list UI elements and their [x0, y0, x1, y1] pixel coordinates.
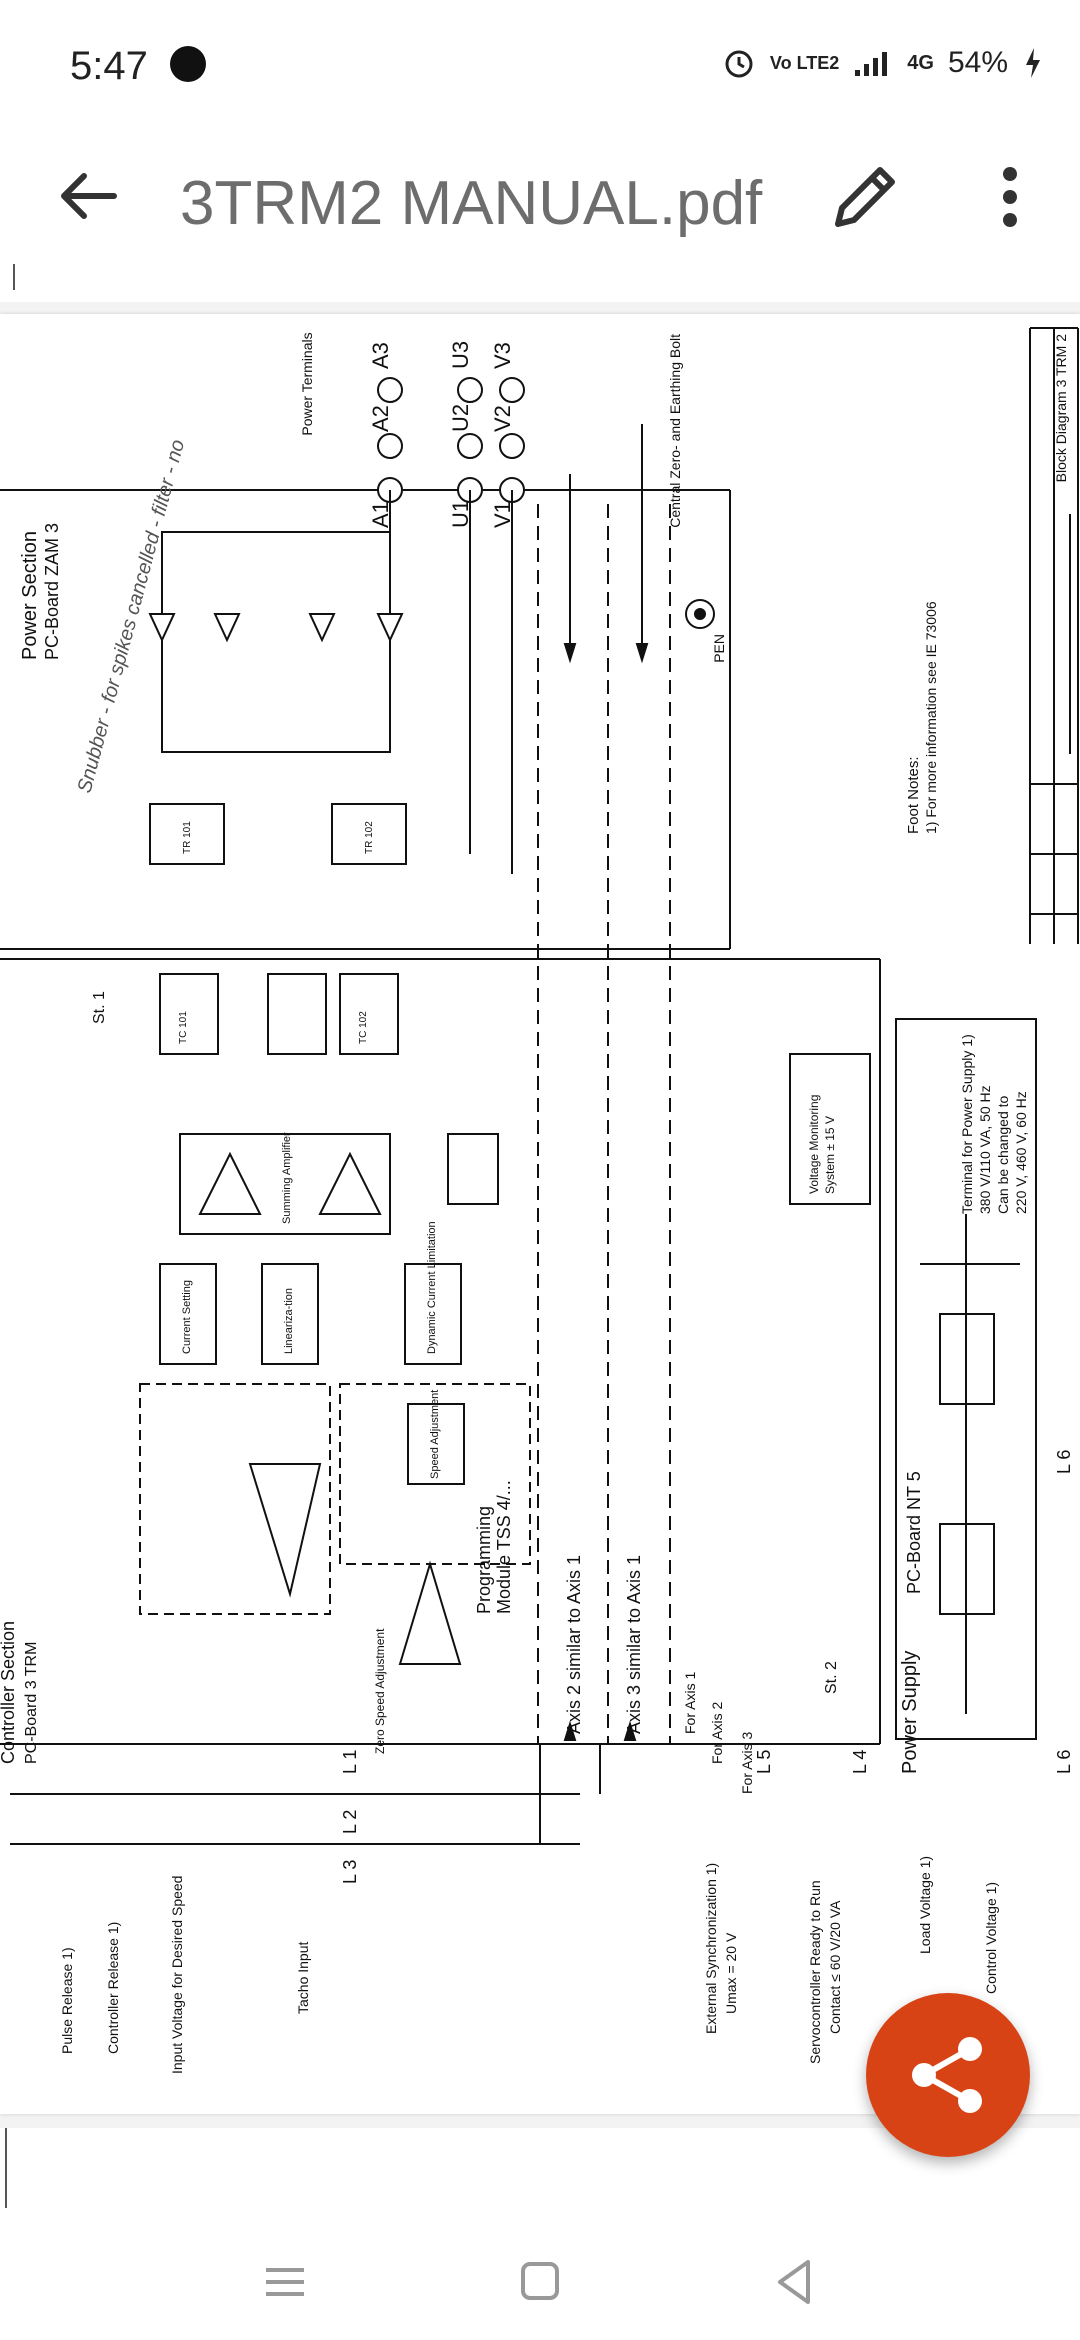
battery-charging-icon [1026, 48, 1040, 78]
rail-l5: L 5 [754, 1750, 774, 1774]
recents-icon[interactable] [250, 2252, 320, 2312]
for-axis-1: For Axis 1 [682, 1672, 698, 1734]
pdf-viewer[interactable]: Block Diagram 3 TRM 2 Power Section PC-B… [0, 262, 1080, 2222]
linearization-label: Lineariza-tion [283, 1288, 295, 1354]
status-bar: 5:47 Vo LTE2 4G 54% [0, 0, 1080, 130]
rail-l6-top: L 6 [1054, 1450, 1074, 1474]
edit-pencil-icon[interactable] [820, 152, 910, 242]
footnotes-title: Foot Notes: [905, 756, 922, 834]
pc-board-nt5: PC-Board NT 5 [904, 1471, 924, 1594]
power-supply-change-1: Can be changed to [995, 1095, 1011, 1214]
signal-label: 4G [907, 51, 934, 74]
status-icons: Vo LTE2 4G 54% [722, 46, 1044, 80]
for-axis-2: For Axis 2 [709, 1702, 725, 1764]
terminal-a3: A3 [368, 342, 393, 369]
terminal-a2: A2 [368, 405, 393, 432]
load-voltage-label: Load Voltage 1) [917, 1856, 933, 1954]
ext-sync-2: Umax = 20 V [723, 1932, 739, 2014]
document-title: 3TRM2 MANUAL.pdf [180, 169, 763, 238]
back-arrow-icon[interactable] [48, 156, 128, 236]
voltage-monitoring-1: Voltage Monitoring [807, 1095, 821, 1194]
voltage-monitoring-2: System ± 15 V [823, 1116, 837, 1194]
tc102-label: TC 102 [358, 1011, 369, 1044]
sheet-title: Block Diagram 3 TRM 2 [1053, 334, 1069, 483]
speed-adjustment-label: Speed Adjustment [429, 1390, 441, 1479]
terminal-v1: V1 [490, 501, 515, 528]
rail-l1: L 1 [340, 1750, 360, 1774]
share-button[interactable] [866, 1993, 1030, 2157]
earthing-label: Central Zero- and Earthing Bolt [667, 334, 683, 528]
pen-label: PEN [711, 634, 727, 663]
current-setting-label: Current Setting [181, 1280, 193, 1354]
tc101-label: TC 101 [178, 1011, 189, 1044]
rail-l6-bottom: L 6 [1054, 1750, 1074, 1774]
st1-label: St. 1 [91, 991, 108, 1024]
status-time: 5:47 [70, 44, 148, 88]
back-icon[interactable] [760, 2252, 830, 2312]
summing-amplifier-label: Summing Amplifier [281, 1132, 293, 1224]
servo-ready-1: Servocontroller Ready to Run [807, 1880, 823, 2064]
left-label-input-voltage: Input Voltage for Desired Speed [169, 1876, 185, 2074]
signal-icon [855, 52, 888, 76]
network-label: Vo LTE2 [769, 52, 840, 73]
rail-l3: L 3 [340, 1860, 360, 1884]
power-board-label: PC-Board ZAM 3 [42, 523, 62, 660]
terminal-a1: A1 [368, 501, 393, 528]
ext-sync-1: External Synchronization 1) [703, 1863, 719, 2034]
rail-l4: L 4 [850, 1750, 870, 1774]
control-voltage-label: Control Voltage 1) [983, 1882, 999, 1994]
more-vert-icon[interactable] [990, 152, 1030, 242]
previous-page-edge [0, 262, 1080, 302]
rail-l2: L 2 [340, 1810, 360, 1834]
terminal-u2: U2 [448, 404, 473, 432]
next-page-edge [0, 2128, 1080, 2222]
battery-text: 54% [947, 46, 1008, 79]
terminal-u3: U3 [448, 341, 473, 369]
left-label-controller-release: Controller Release 1) [105, 1922, 121, 2054]
app-notification-icon [170, 46, 206, 82]
programming-module-1: Programming [474, 1506, 494, 1614]
servo-ready-2: Contact ≤ 60 V/20 VA [827, 1900, 843, 2034]
home-icon[interactable] [505, 2252, 575, 2312]
share-icon [912, 2037, 982, 2113]
tr102-label: TR 102 [364, 821, 375, 854]
st2-label: St. 2 [823, 1661, 840, 1694]
left-label-pulse-release: Pulse Release 1) [59, 1947, 75, 2054]
power-supply-change-2: 220 V, 460 V, 60 Hz [1013, 1091, 1029, 1214]
tr101-label: TR 101 [182, 821, 193, 854]
power-supply-title: Power Supply [899, 1651, 921, 1774]
zero-speed-adjustment-label: Zero Speed Adjustment [373, 1628, 387, 1754]
axis2-label: Axis 2 similar to Axis 1 [564, 1555, 584, 1734]
terminal-v2: V2 [490, 405, 515, 432]
controller-board-label: PC-Board 3 TRM [23, 1642, 40, 1764]
left-label-tacho-input: Tacho Input [295, 1942, 311, 2014]
power-section-title: Power Section [19, 531, 41, 660]
footnote-1: 1) For more information see IE 73006 [923, 601, 939, 834]
programming-module-2: Module TSS 4/... [494, 1480, 514, 1614]
terminal-v3: V3 [490, 342, 515, 369]
power-supply-voltage: 380 V/110 VA, 50 Hz [977, 1085, 993, 1214]
pdf-page: Block Diagram 3 TRM 2 Power Section PC-B… [0, 314, 1080, 2114]
controller-section-title: Controller Section [0, 1621, 18, 1764]
for-axis-3: For Axis 3 [739, 1732, 755, 1794]
power-supply-terminal-note: Terminal for Power Supply 1) [959, 1034, 975, 1214]
app-bar: 3TRM2 MANUAL.pdf [0, 130, 1080, 260]
dynamic-current-limitation-label: Dynamic Current Limitation [426, 1221, 438, 1354]
axis3-label: Axis 3 similar to Axis 1 [624, 1555, 644, 1734]
block-diagram: Block Diagram 3 TRM 2 Power Section PC-B… [0, 327, 1079, 2074]
system-nav-bar [0, 2222, 1080, 2340]
power-terminals-label: Power Terminals [299, 332, 315, 435]
alarm-icon [725, 50, 753, 78]
terminal-u1: U1 [448, 500, 473, 528]
